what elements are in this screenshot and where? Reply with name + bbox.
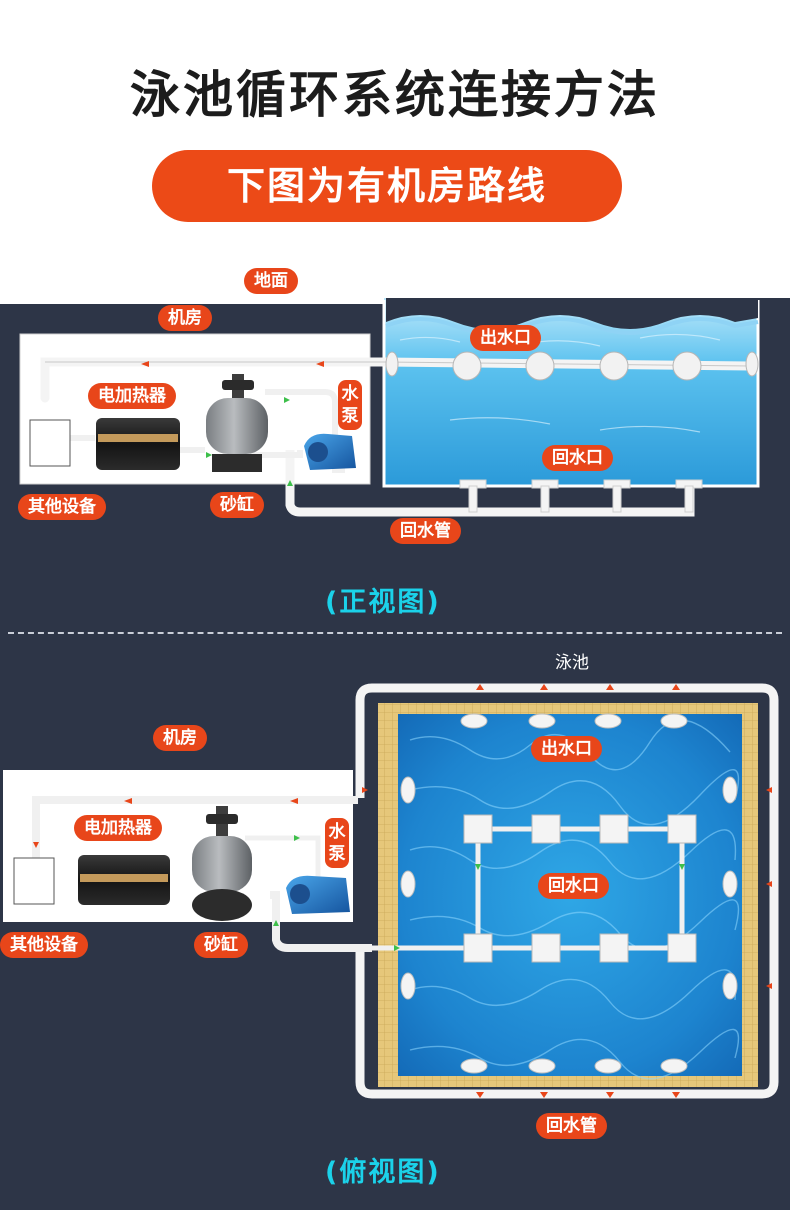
outlet-label-top: 出水口 <box>531 736 602 762</box>
return-inlet-label-front: 回水口 <box>542 445 613 471</box>
pool-label-top: 泳池 <box>555 648 589 673</box>
front-view-caption: (正视图) <box>325 580 441 619</box>
pump-label-front: 水泵 <box>338 380 362 430</box>
heater-label-top: 电加热器 <box>74 815 162 841</box>
machine-room-label-front: 机房 <box>158 305 212 331</box>
ground-label: 地面 <box>244 268 298 294</box>
machine-room-label-top: 机房 <box>153 725 207 751</box>
top-view-caption: (俯视图) <box>325 1150 441 1189</box>
section-divider <box>8 632 782 634</box>
sand-filter-top <box>192 836 252 892</box>
pump-label-top: 水泵 <box>325 818 349 868</box>
ground-band <box>0 298 386 304</box>
return-pipe-label-front: 回水管 <box>390 518 461 544</box>
other-equipment-box-top <box>14 858 54 904</box>
sand-filter-label-front: 砂缸 <box>210 492 264 518</box>
sand-filter-front <box>206 398 268 454</box>
other-equipment-label-top: 其他设备 <box>0 932 88 958</box>
other-equipment-label-front: 其他设备 <box>18 494 106 520</box>
return-inlet-label-top: 回水口 <box>538 873 609 899</box>
return-pipe-label-top: 回水管 <box>536 1113 607 1139</box>
heater-label-front: 电加热器 <box>88 383 176 409</box>
sand-filter-label-top: 砂缸 <box>194 932 248 958</box>
heater-front <box>96 418 180 470</box>
outlet-label-front: 出水口 <box>470 325 541 351</box>
other-equipment-box-front <box>30 420 70 466</box>
